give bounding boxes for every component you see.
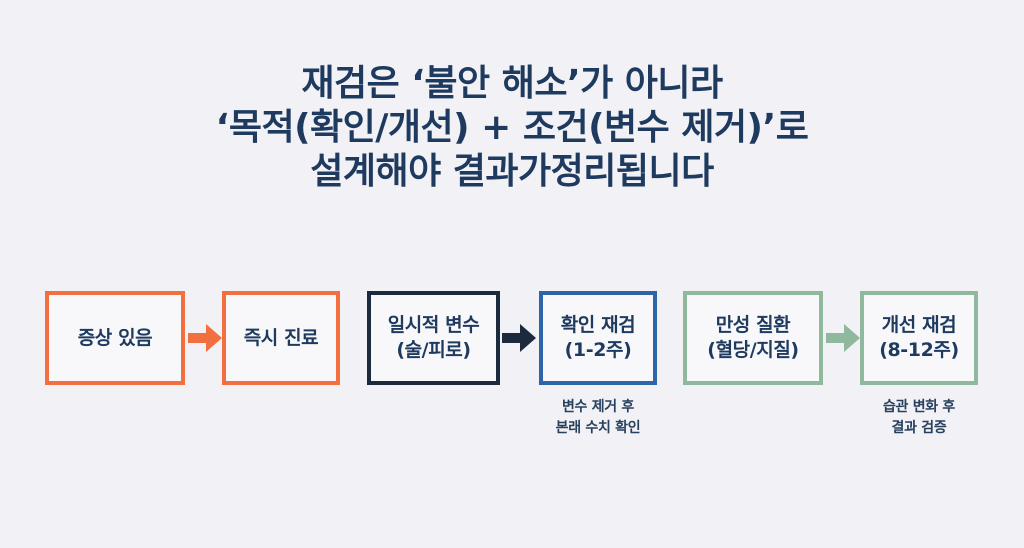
flow-box-temporary-variable-line1: 일시적 변수: [387, 314, 480, 336]
title-line-2: ‘목적(확인/개선) + 조건(변수 제거)’로: [215, 107, 809, 148]
caption-improvement-retest-line2: 결과 검증: [891, 420, 947, 436]
flow-diagram: 증상 있음 즉시 진료 일시적 변수 (술/피로) 확인 재검 (1-2주) 만…: [0, 285, 1024, 465]
flow-box-symptom-line1: 증상 있음: [77, 326, 153, 349]
flow-box-improvement-retest-line2: (8-12주): [879, 339, 959, 361]
flow-box-immediate-care: 즉시 진료: [222, 291, 340, 385]
flow-box-symptom: 증상 있음: [45, 291, 185, 385]
flow-box-confirmation-retest-line2: (1-2주): [564, 339, 632, 361]
caption-improvement-retest: 습관 변화 후 결과 검증: [829, 397, 1009, 439]
flow-box-confirmation-retest-line1: 확인 재검: [560, 314, 636, 336]
arrow-symptom-to-immediate-icon: [188, 323, 222, 353]
caption-improvement-retest-line1: 습관 변화 후: [882, 399, 956, 415]
caption-confirmation-retest-line2: 본래 수치 확인: [555, 420, 641, 436]
flow-box-confirmation-retest: 확인 재검 (1-2주): [539, 291, 657, 385]
flow-box-improvement-retest-line1: 개선 재검: [881, 314, 957, 336]
page-title: 재검은 ‘불안 해소’가 아니라 ‘목적(확인/개선) + 조건(변수 제거)’…: [0, 62, 1024, 194]
title-line-1: 재검은 ‘불안 해소’가 아니라: [301, 63, 723, 104]
flow-box-chronic-disease-line2: (혈당/지질): [707, 339, 799, 361]
caption-confirmation-retest: 변수 제거 후 본래 수치 확인: [506, 397, 690, 439]
arrow-temporary-to-confirm-icon: [502, 323, 536, 353]
flow-box-temporary-variable-line2: (술/피로): [396, 339, 471, 361]
flow-box-chronic-disease-line1: 만성 질환: [715, 314, 791, 336]
arrow-chronic-to-improve-icon: [826, 323, 860, 353]
caption-confirmation-retest-line1: 변수 제거 후: [561, 399, 635, 415]
title-line-3: 설계해야 결과가정리됩니다: [310, 151, 714, 192]
flow-box-temporary-variable: 일시적 변수 (술/피로): [367, 291, 500, 385]
flow-box-chronic-disease: 만성 질환 (혈당/지질): [683, 291, 823, 385]
flow-box-immediate-care-line1: 즉시 진료: [243, 326, 319, 349]
flow-box-improvement-retest: 개선 재검 (8-12주): [860, 291, 978, 385]
